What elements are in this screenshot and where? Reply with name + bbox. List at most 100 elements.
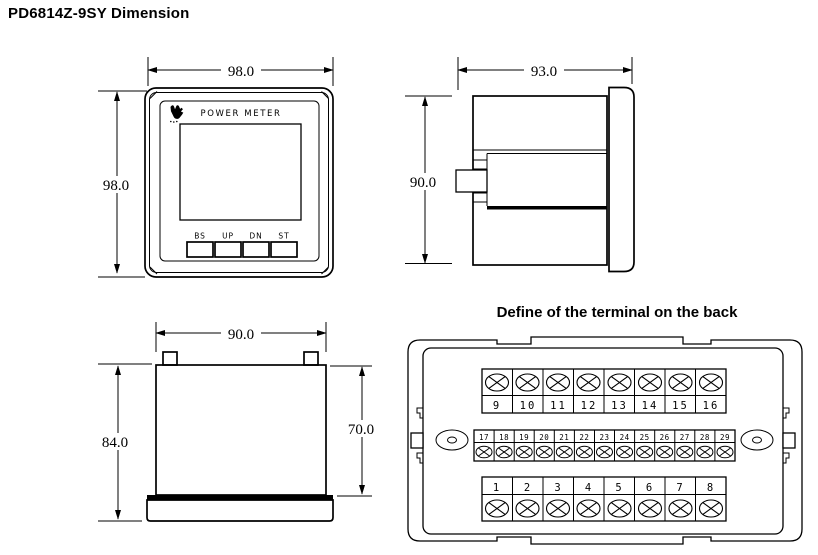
terminal-number: 11 xyxy=(550,400,567,412)
mounting-hole-left xyxy=(435,429,469,451)
board-thick-line xyxy=(487,206,607,210)
meter-body-side xyxy=(472,95,608,266)
side-width-dim-label: 93.0 xyxy=(531,64,557,80)
front-view: 98.0 98.0 POWER METER xyxy=(96,57,334,278)
page-title: PD6814Z-9SY Dimension xyxy=(8,5,190,22)
terminal-number: 9 xyxy=(493,400,501,412)
bottom-total-extension-lines xyxy=(98,363,152,522)
screw-terminal-icon xyxy=(676,445,694,459)
front-height-extension-lines xyxy=(98,90,147,278)
screw-terminal-icon xyxy=(545,499,571,518)
bottom-total-dim-label: 84.0 xyxy=(102,435,128,451)
terminal-number: 13 xyxy=(611,400,628,412)
screw-terminal-icon xyxy=(607,373,632,392)
bottom-body-dim-label: 70.0 xyxy=(348,422,374,438)
bottom-body-extension-lines xyxy=(330,365,372,497)
terminal-number: 25 xyxy=(640,433,650,442)
terminal-number: 29 xyxy=(720,433,730,442)
meter-bezel-inner xyxy=(149,92,329,273)
screw-terminal-icon xyxy=(545,373,571,392)
button-bs-label: BS xyxy=(194,232,206,241)
side-height-dim-label: 90.0 xyxy=(410,175,436,191)
lcd-screen xyxy=(179,123,302,221)
terminal-number: 21 xyxy=(559,433,569,442)
screw-terminal-icon xyxy=(576,373,601,392)
button-st xyxy=(270,241,298,258)
screw-terminal-icon xyxy=(698,373,724,392)
front-height-dim-label: 98.0 xyxy=(103,178,129,194)
meter-body-bottom xyxy=(155,364,327,496)
screw-terminal-icon xyxy=(616,445,634,459)
meter-bezel-outer xyxy=(144,87,334,278)
button-dn xyxy=(242,241,270,258)
body-case-lines xyxy=(473,149,607,206)
button-bs xyxy=(186,241,214,258)
front-bezel-bottom xyxy=(146,499,334,522)
bottom-view: 90.0 84.0 70.0 xyxy=(95,322,383,522)
screw-terminal-icon xyxy=(636,445,654,459)
bezel-thick-line xyxy=(147,495,333,500)
button-st-label: ST xyxy=(278,232,289,241)
front-flange-side xyxy=(608,86,635,273)
terminal-number: 2 xyxy=(524,482,532,494)
meter-name-label: POWER METER xyxy=(201,109,282,119)
clip-right xyxy=(303,351,319,366)
screw-terminal-icon xyxy=(637,373,663,392)
screw-terminal-icon xyxy=(576,499,601,518)
screw-terminal-icon xyxy=(696,445,714,459)
button-up xyxy=(214,241,242,258)
terminal-number: 10 xyxy=(520,400,537,412)
screw-terminal-icon xyxy=(515,445,533,459)
terminal-number: 28 xyxy=(700,433,710,442)
screw-terminal-icon xyxy=(716,445,734,459)
screw-terminal-icon xyxy=(484,373,510,392)
screw-terminal-icon xyxy=(575,445,593,459)
screw-terminal-icon xyxy=(515,499,540,518)
side-height-extension-lines xyxy=(405,95,452,264)
terminal-number: 6 xyxy=(646,482,654,494)
terminal-number: 5 xyxy=(615,482,623,494)
terminal-strip-top: 9 10 11 12 13 14 15 16 xyxy=(481,368,727,414)
terminal-strip-middle-frame xyxy=(473,429,736,462)
terminal-number: 27 xyxy=(680,433,690,442)
brand-logo-icon xyxy=(170,105,184,123)
screw-terminal-icon xyxy=(668,373,693,392)
terminal-number: 3 xyxy=(554,482,562,494)
bottom-width-extension-lines xyxy=(155,322,327,352)
screw-terminal-icon xyxy=(637,499,663,518)
terminal-number: 1 xyxy=(493,482,501,494)
button-up-label: UP xyxy=(222,232,234,241)
terminal-number: 18 xyxy=(499,433,509,442)
side-tab-left xyxy=(410,432,424,449)
terminal-number: 22 xyxy=(579,433,589,442)
terminal-number: 7 xyxy=(676,482,684,494)
terminal-number: 20 xyxy=(539,433,549,442)
terminal-number: 15 xyxy=(672,400,689,412)
screw-terminal-icon xyxy=(475,445,493,459)
screw-terminal-icon xyxy=(515,373,540,392)
case-step-lower xyxy=(472,192,488,203)
side-tab-right xyxy=(782,432,796,449)
terminal-number: 17 xyxy=(479,433,489,442)
terminal-number: 26 xyxy=(660,433,670,442)
screw-terminal-icon xyxy=(698,499,724,518)
back-view-caption: Define of the terminal on the back xyxy=(497,304,739,321)
screw-terminal-icon xyxy=(495,445,513,459)
terminal-strip-middle: 17 18 19 20 21 22 23 24 25 26 27 28 29 xyxy=(473,429,736,462)
screw-terminal-icon xyxy=(656,445,674,459)
screw-terminal-icon xyxy=(484,499,510,518)
terminal-number: 8 xyxy=(707,482,715,494)
button-dn-label: DN xyxy=(249,232,262,241)
terminal-number: 19 xyxy=(519,433,529,442)
terminal-number: 23 xyxy=(599,433,609,442)
bottom-width-dim-label: 90.0 xyxy=(228,327,254,343)
terminal-number: 4 xyxy=(585,482,593,494)
screw-terminal-icon xyxy=(668,499,693,518)
terminal-number: 16 xyxy=(703,400,720,412)
mounting-clip-side xyxy=(455,169,488,193)
terminal-number: 14 xyxy=(642,400,659,412)
bezel-corner-ticks xyxy=(149,91,329,275)
side-view: 93.0 90.0 xyxy=(403,57,635,273)
